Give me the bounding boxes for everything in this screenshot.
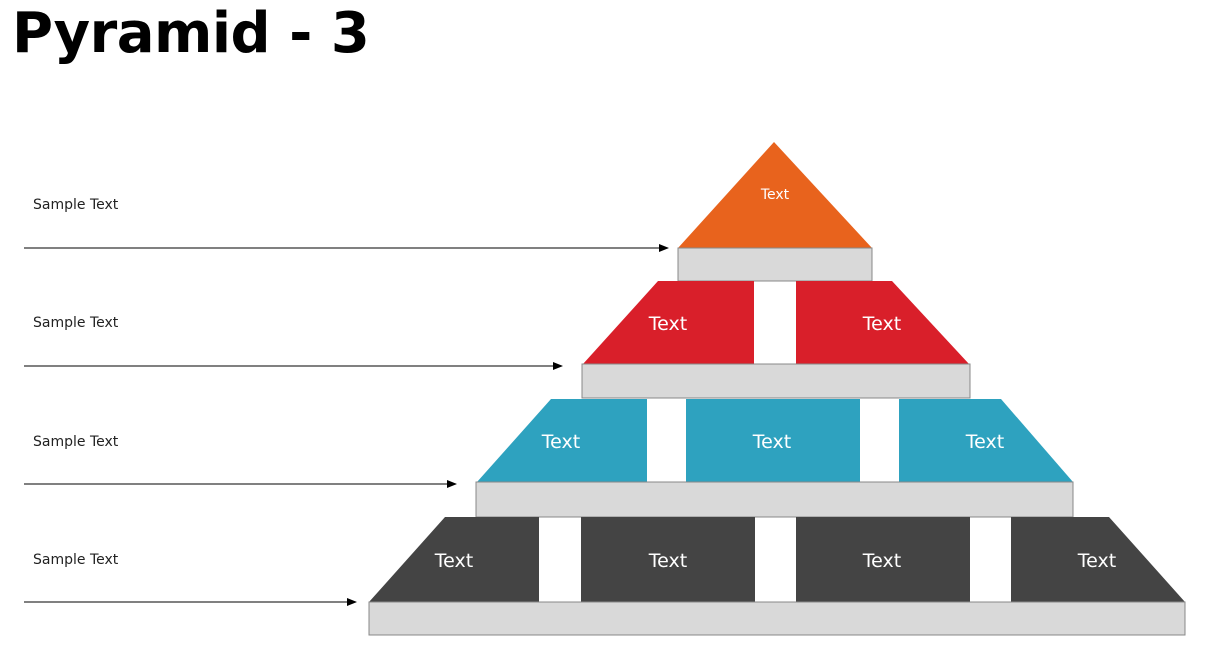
tier-4-block-1 (369, 517, 539, 602)
tier-2-block-2 (796, 281, 969, 364)
tier-3-block-3-text: Text (965, 431, 1004, 453)
tier-1-base (677, 247, 873, 282)
tier-1-block-1 (678, 142, 872, 248)
tier-4-block-4-text: Text (1077, 550, 1116, 572)
tier-3-block-2-text: Text (752, 431, 791, 453)
tier-3-block-1 (477, 399, 647, 482)
tier-2-label: Sample Text (33, 315, 119, 331)
tier-3-block-2 (686, 399, 860, 482)
tier-4-block-3 (796, 517, 970, 602)
tier-4-block-3-text: Text (862, 550, 901, 572)
tier-4-label: Sample Text (33, 552, 119, 568)
tier-2-block-1-text: Text (648, 313, 687, 335)
tier-1-label: Sample Text (33, 197, 119, 213)
tier-3-block-3 (899, 399, 1073, 482)
tier-2-base (581, 363, 971, 399)
tier-4-block-2 (581, 517, 755, 602)
tier-3-block-1-text: Text (541, 431, 580, 453)
tier-2-block-1 (583, 281, 754, 364)
tier-4-block-1-text: Text (434, 550, 473, 572)
tier-4-base (368, 601, 1186, 636)
tier-3-base (475, 481, 1074, 518)
page-title: Pyramid - 3 (12, 1, 370, 66)
tier-2-block-2-text: Text (862, 313, 901, 335)
tier-3-label: Sample Text (33, 434, 119, 450)
tier-1-block-1-text: Text (760, 187, 790, 203)
tier-4-block-4 (1011, 517, 1185, 602)
tier-4-block-2-text: Text (648, 550, 687, 572)
